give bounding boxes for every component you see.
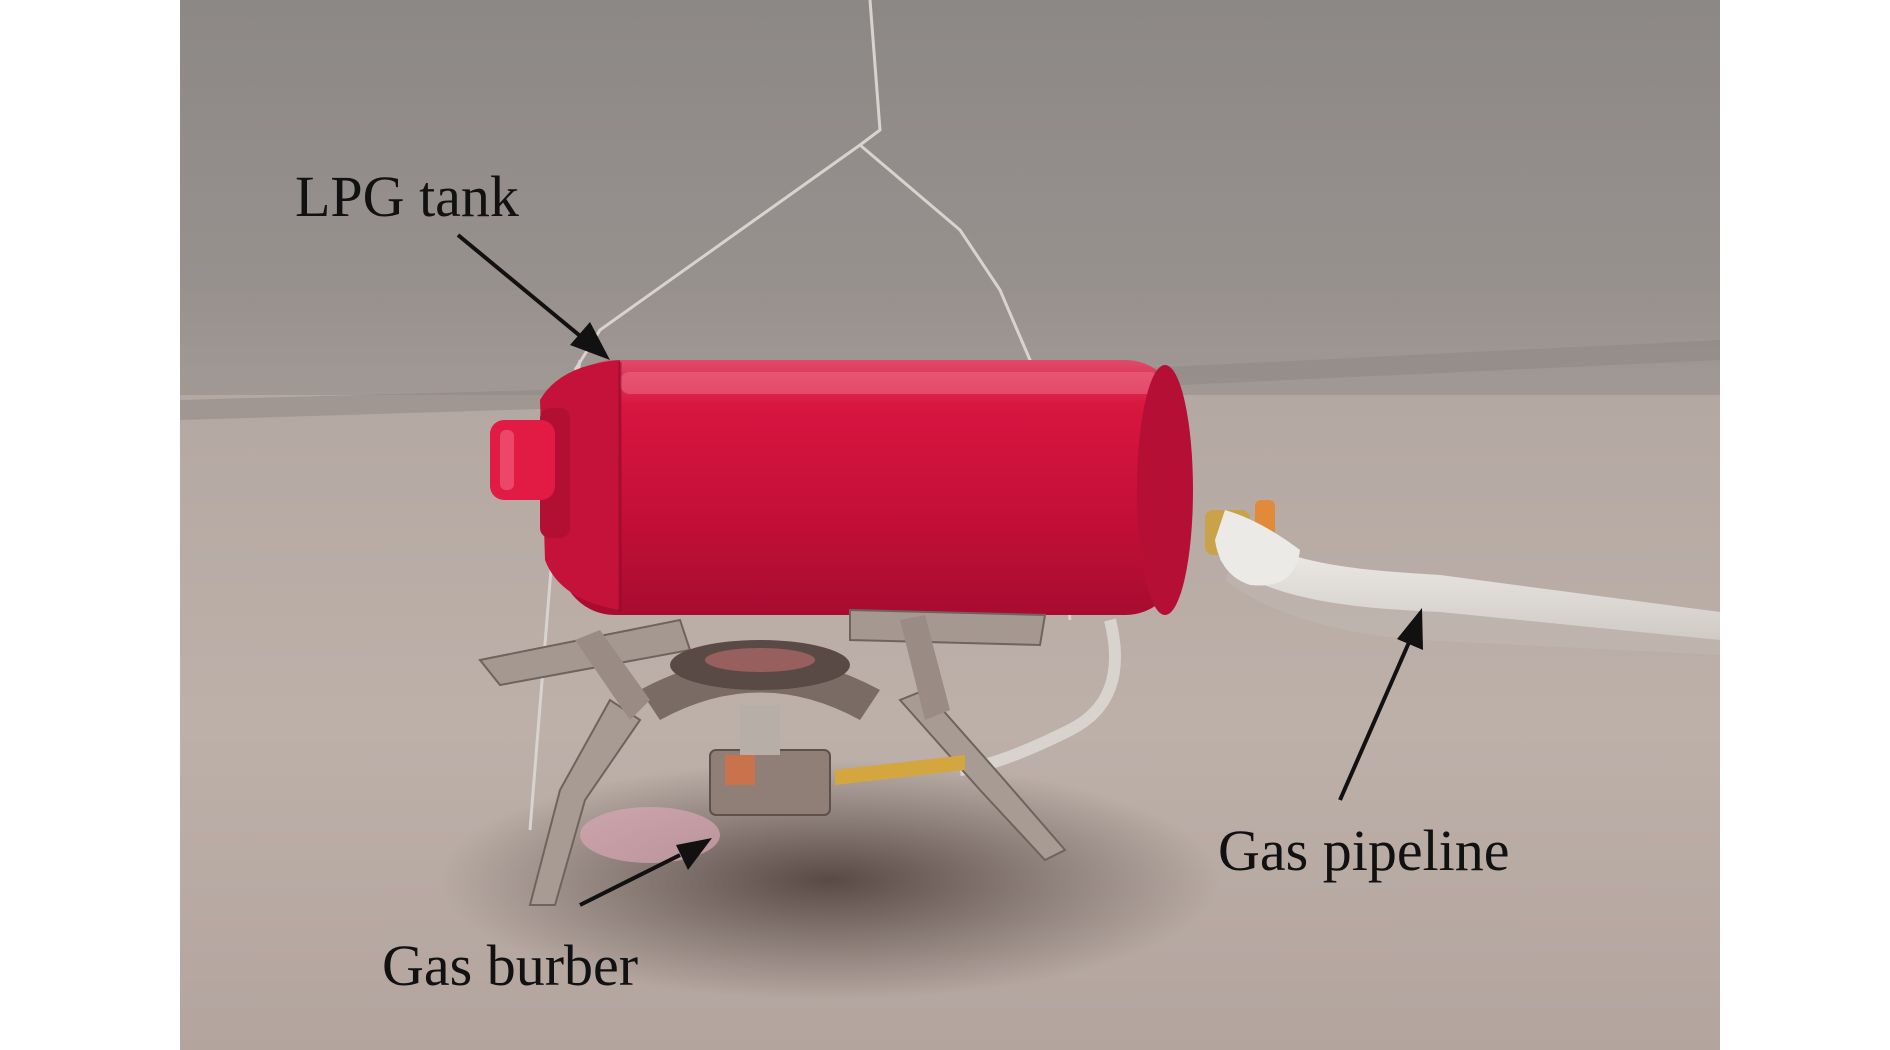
wall	[180, 0, 1720, 410]
arrow-gas-burner	[579, 838, 712, 907]
label-gas-burner: Gas burber	[382, 933, 639, 998]
arrow-lpg-tank	[456, 233, 610, 360]
arrow-gas-pipeline	[1338, 608, 1423, 801]
lpg-tank	[490, 360, 1193, 615]
label-gas-pipeline: Gas pipeline	[1218, 818, 1510, 883]
gas-burner	[478, 608, 1067, 906]
label-lpg-tank: LPG tank	[295, 164, 519, 229]
